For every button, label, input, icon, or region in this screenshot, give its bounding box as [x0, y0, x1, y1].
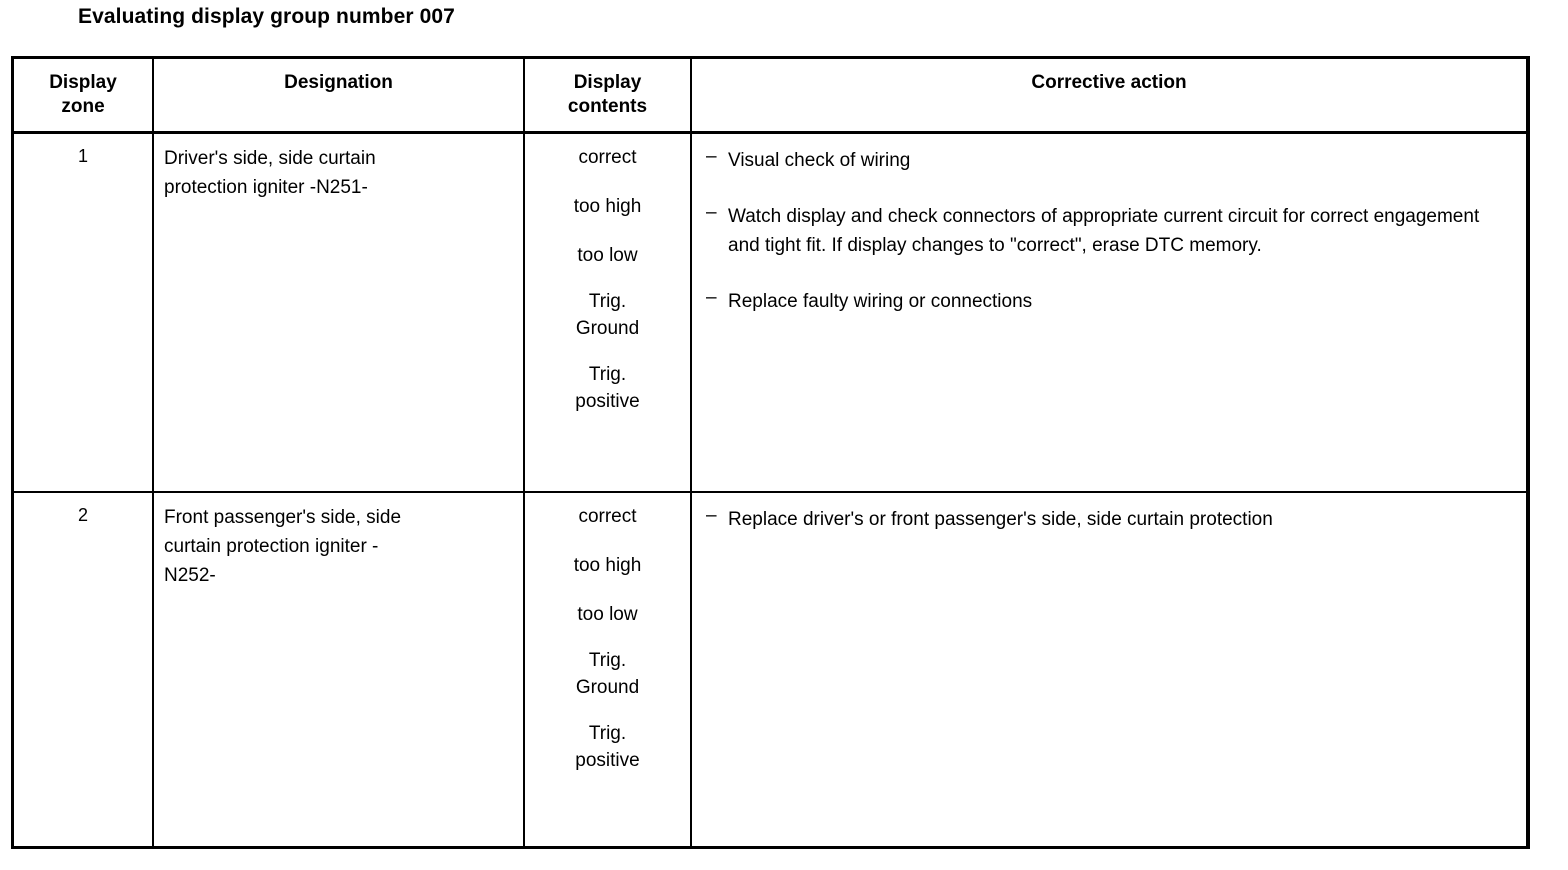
bullet-dash-icon: –	[706, 505, 717, 526]
bullet-dash-icon: –	[706, 146, 717, 167]
designation-line: Driver's side, side curtain	[164, 148, 376, 169]
display-contents-item: correct	[525, 503, 690, 530]
bullet-dash-icon: –	[706, 287, 717, 308]
display-zone-value: 1	[77, 146, 88, 166]
page-title: Evaluating display group number 007	[78, 5, 455, 28]
bullet-dash-icon: –	[706, 202, 717, 223]
cell-designation: Front passenger's side, side curtain pro…	[154, 493, 525, 849]
display-contents-line: Ground	[575, 318, 640, 339]
table-row: 2 Front passenger's side, side curtain p…	[14, 493, 1526, 849]
cell-designation: Driver's side, side curtain protection i…	[154, 134, 525, 491]
display-contents-line: positive	[575, 391, 640, 412]
display-contents-line: too low	[577, 245, 638, 266]
display-contents-item: Trig. positive	[525, 361, 690, 415]
display-contents-line: too high	[573, 555, 642, 576]
corrective-action-item: – Watch display and check connectors of …	[706, 202, 1512, 260]
evaluation-table: Display zone Designation Display content…	[11, 56, 1530, 849]
display-contents-item: Trig. Ground	[525, 288, 690, 342]
column-header-corrective-action-line1: Corrective action	[1031, 72, 1187, 93]
corrective-action-item: – Replace faulty wiring or connections	[706, 287, 1512, 316]
column-header-corrective-action: Corrective action	[692, 59, 1526, 131]
corrective-action-item: – Visual check of wiring	[706, 146, 1512, 175]
display-contents-item: correct	[525, 144, 690, 171]
display-contents-item: too high	[525, 193, 690, 220]
table-header-row: Display zone Designation Display content…	[14, 59, 1526, 134]
corrective-action-text: Watch display and check connectors of ap…	[728, 206, 1480, 256]
column-header-display-zone: Display zone	[14, 59, 154, 131]
column-header-designation: Designation	[154, 59, 525, 131]
corrective-action-text: Replace driver's or front passenger's si…	[728, 509, 1273, 530]
column-header-display-zone-line2: zone	[61, 96, 105, 117]
display-contents-line: Trig.	[588, 364, 627, 385]
column-header-display-contents-line2: contents	[567, 96, 648, 117]
designation-line: curtain protection igniter -	[164, 536, 379, 557]
cell-corrective-action: – Visual check of wiring – Watch display…	[692, 134, 1526, 491]
corrective-action-text: Visual check of wiring	[728, 150, 911, 171]
designation-line: Front passenger's side, side	[164, 507, 402, 528]
display-contents-line: Trig.	[588, 723, 627, 744]
display-contents-item: too high	[525, 552, 690, 579]
display-contents-line: positive	[575, 750, 640, 771]
display-contents-item: too low	[525, 601, 690, 628]
display-contents-line: Ground	[575, 677, 640, 698]
cell-display-contents: correct too high too low Trig. Ground Tr…	[525, 493, 692, 849]
cell-corrective-action: – Replace driver's or front passenger's …	[692, 493, 1526, 849]
column-header-display-contents-line1: Display	[573, 72, 642, 93]
display-contents-item: Trig. positive	[525, 720, 690, 774]
display-contents-line: too high	[573, 196, 642, 217]
display-contents-line: too low	[577, 604, 638, 625]
column-header-designation-line1: Designation	[284, 72, 393, 93]
display-contents-line: correct	[578, 506, 637, 527]
display-contents-line: Trig.	[588, 291, 627, 312]
column-header-display-zone-line1: Display	[49, 72, 117, 93]
display-zone-value: 2	[77, 505, 88, 525]
corrective-action-item: – Replace driver's or front passenger's …	[706, 505, 1512, 534]
cell-display-zone: 2	[14, 493, 154, 849]
display-contents-line: correct	[578, 147, 637, 168]
cell-display-contents: correct too high too low Trig. Ground Tr…	[525, 134, 692, 491]
display-contents-item: Trig. Ground	[525, 647, 690, 701]
table-row: 1 Driver's side, side curtain protection…	[14, 134, 1526, 493]
display-contents-line: Trig.	[588, 650, 627, 671]
column-header-display-contents: Display contents	[525, 59, 692, 131]
cell-display-zone: 1	[14, 134, 154, 491]
corrective-action-text: Replace faulty wiring or connections	[728, 291, 1033, 312]
designation-line: protection igniter -N251-	[164, 177, 368, 198]
designation-line: N252-	[164, 565, 216, 586]
display-contents-item: too low	[525, 242, 690, 269]
